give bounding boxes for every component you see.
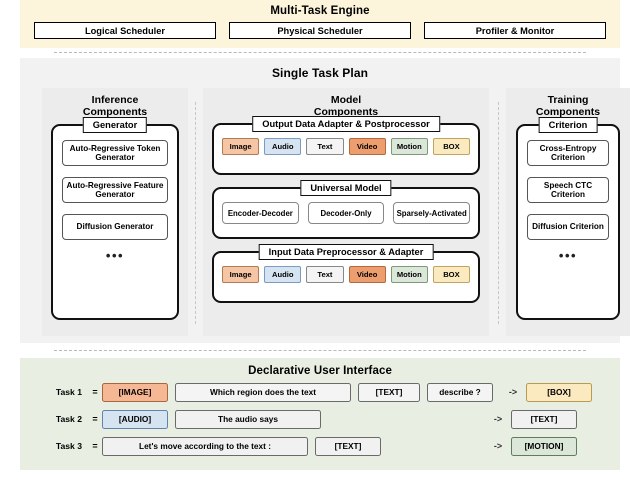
output-chip-image[interactable]: Image	[222, 138, 260, 155]
architecture-decoder-only[interactable]: Decoder-Only	[307, 202, 385, 224]
logical-scheduler-button[interactable]: Logical Scheduler	[34, 22, 216, 39]
auto-regressive-feature-generator[interactable]: Auto-Regressive Feature Generator	[62, 177, 168, 203]
column-divider-right	[498, 102, 499, 324]
model-panel-stack: Output Data Adapter & Postprocessor Imag…	[203, 116, 489, 303]
inference-title-line1: Inference	[91, 94, 139, 106]
task-equals-sign: =	[92, 387, 98, 397]
output-chip-box[interactable]: BOX	[432, 138, 471, 155]
model-title-line2: Components	[313, 106, 379, 118]
training-title-line1: Training	[547, 94, 589, 106]
input-chip-box[interactable]: BOX	[432, 266, 471, 283]
output-chip-audio[interactable]: Audio	[264, 138, 302, 155]
dui-title: Declarative User Interface	[248, 365, 392, 377]
model-components-title: Model Components	[203, 88, 489, 118]
architecture-sparsely-activated[interactable]: Sparsely-Activated	[393, 202, 471, 224]
task-output-token[interactable]: [MOTION]	[511, 436, 577, 456]
diffusion-criterion[interactable]: Diffusion Criterion	[527, 214, 609, 240]
universal-model-panel: Universal Model Encoder-Decoder Decoder-O…	[212, 180, 480, 239]
single-task-plan-section: Single Task Plan Inference Components Ge…	[20, 58, 630, 343]
generator-panel-title: Generator	[82, 117, 148, 133]
inference-ellipsis: •••	[105, 248, 125, 263]
physical-scheduler-button[interactable]: Physical Scheduler	[229, 22, 411, 39]
task-output-token[interactable]: [BOX]	[526, 382, 592, 402]
inference-title-line2: Components	[82, 106, 148, 118]
architecture-encoder-decoder[interactable]: Encoder-Decoder	[222, 202, 299, 224]
task-arrow-icon: ->	[508, 387, 518, 397]
architecture-row: Encoder-Decoder Decoder-Only Sparsely-Acti…	[222, 202, 471, 224]
input-chip-audio[interactable]: Audio	[264, 266, 302, 283]
inference-components-column: Inference Components Generator Auto-Regr…	[42, 88, 188, 336]
output-chip-motion[interactable]: Motion	[390, 138, 428, 155]
divider-plan-dui	[54, 350, 586, 351]
column-divider-left	[195, 102, 196, 324]
input-chip-image[interactable]: Image	[222, 266, 260, 283]
profiler-monitor-button[interactable]: Profiler & Monitor	[424, 22, 606, 39]
task-label: Task 1	[55, 387, 82, 397]
task-input-token[interactable]: [AUDIO]	[102, 409, 168, 429]
input-data-preprocessor-title: Input Data Preprocessor & Adapter	[258, 244, 434, 260]
multi-task-engine-section: Multi-Task Engine Logical Scheduler Phys…	[20, 0, 620, 48]
task-input-token[interactable]: [IMAGE]	[102, 382, 168, 402]
training-components-title: Training Components	[506, 88, 630, 118]
task-row: Task 2 = [AUDIO] The audio says -> [TEXT]	[20, 409, 620, 429]
universal-model-title: Universal Model	[300, 180, 392, 196]
divider-engine-plan	[54, 52, 586, 53]
output-chip-video[interactable]: Video	[348, 138, 386, 155]
input-chip-motion[interactable]: Motion	[390, 266, 428, 283]
training-components-column: Training Components Criterion Cross-Entr…	[506, 88, 630, 336]
task-equals-sign: =	[92, 414, 98, 424]
inference-components-title: Inference Components	[42, 88, 188, 118]
training-title-line2: Components	[535, 106, 601, 118]
task-input-token[interactable]: Let's move according to the text :	[102, 436, 308, 456]
output-data-adapter-panel: Output Data Adapter & Postprocessor Imag…	[212, 116, 480, 175]
criterion-panel: Criterion Cross-Entropy Criterion Speech…	[516, 117, 620, 320]
engine-button-row: Logical Scheduler Physical Scheduler Pro…	[34, 22, 606, 39]
input-chip-text[interactable]: Text	[306, 266, 344, 283]
input-chip-video[interactable]: Video	[348, 266, 386, 283]
output-data-adapter-title: Output Data Adapter & Postprocessor	[252, 116, 440, 132]
task-input-token[interactable]: describe ?	[427, 382, 493, 402]
plan-columns: Inference Components Generator Auto-Regr…	[30, 88, 630, 336]
declarative-user-interface-section: Declarative User Interface Task 1 = [IMAGE…	[20, 358, 620, 470]
generator-panel: Generator Auto-Regressive Token Generato…	[51, 117, 179, 320]
auto-regressive-token-generator[interactable]: Auto-Regressive Token Generator	[62, 140, 168, 166]
task-equals-sign: =	[92, 441, 98, 451]
task-row: Task 3 = Let's move according to the text …	[20, 436, 620, 456]
task-input-token[interactable]: The audio says	[175, 409, 321, 429]
model-components-column: Model Components Output Data Adapter & P…	[203, 88, 489, 336]
model-title-line1: Model	[330, 94, 362, 106]
output-chip-text[interactable]: Text	[306, 138, 344, 155]
task-list: Task 1 = [IMAGE] Which region does the text…	[20, 382, 620, 463]
task-input-token[interactable]: [TEXT]	[315, 436, 381, 456]
speech-ctc-criterion[interactable]: Speech CTC Criterion	[527, 177, 609, 203]
task-label: Task 2	[55, 414, 82, 424]
task-input-token[interactable]: Which region does the text	[175, 382, 351, 402]
criterion-panel-title: Criterion	[538, 117, 598, 133]
task-row: Task 1 = [IMAGE] Which region does the text…	[20, 382, 620, 402]
task-label: Task 3	[55, 441, 82, 451]
task-arrow-icon: ->	[493, 414, 503, 424]
task-output-token[interactable]: [TEXT]	[511, 409, 577, 429]
diffusion-generator[interactable]: Diffusion Generator	[62, 214, 168, 240]
cross-entropy-criterion[interactable]: Cross-Entropy Criterion	[527, 140, 609, 166]
task-input-token[interactable]: [TEXT]	[358, 382, 420, 402]
task-arrow-icon: ->	[493, 441, 503, 451]
training-ellipsis: •••	[558, 248, 578, 263]
engine-title: Multi-Task Engine	[270, 5, 370, 17]
plan-title: Single Task Plan	[271, 66, 369, 80]
